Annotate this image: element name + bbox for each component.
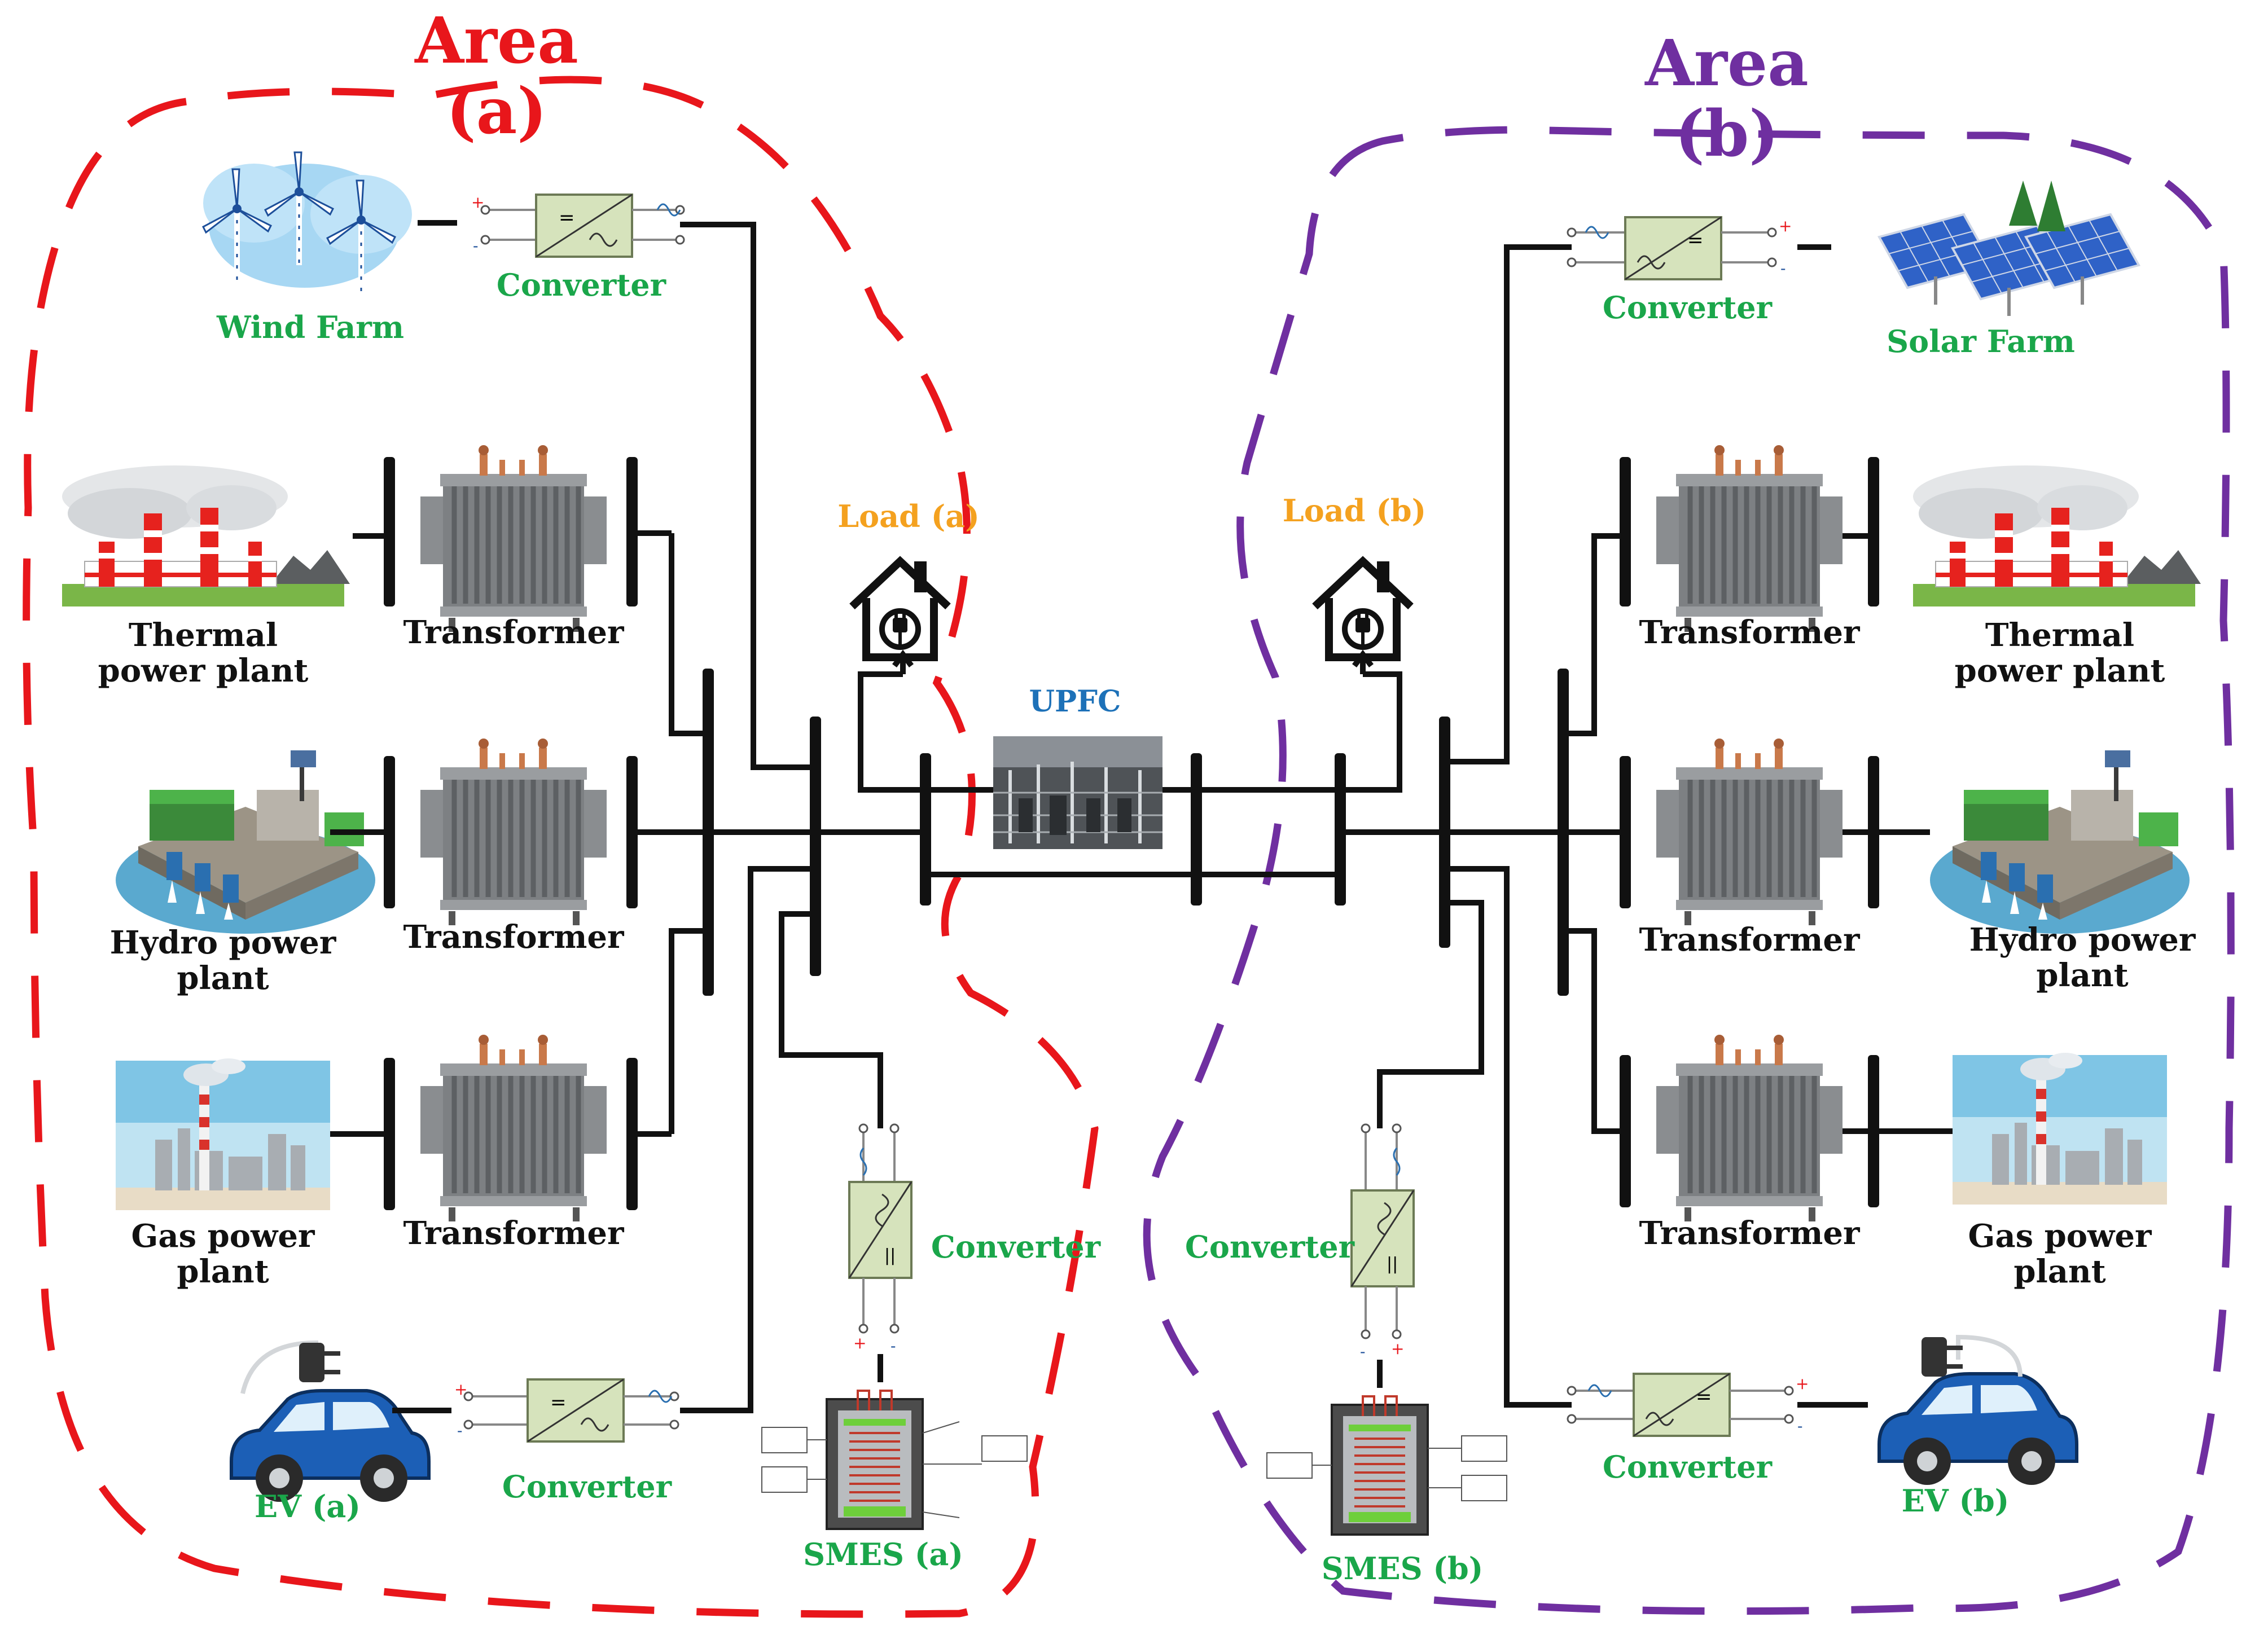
svg-text:-: - xyxy=(890,1337,896,1355)
area-b-bus-bars xyxy=(1439,457,1879,1207)
smes-a-coil-icon xyxy=(761,1390,1028,1530)
transformer-b2-icon xyxy=(1656,739,1843,925)
solar-converter-icon: + - xyxy=(1567,216,1792,280)
wind-converter-label: Converter xyxy=(496,267,666,303)
upfc-icon xyxy=(993,736,1162,849)
ev-a-label: EV (a) xyxy=(255,1488,361,1524)
svg-text:-: - xyxy=(1780,259,1786,278)
ev-b-converter-label: Converter xyxy=(1602,1449,1773,1485)
thermal-plant-a-icon xyxy=(62,465,350,607)
smes-a-label: SMES (a) xyxy=(803,1536,963,1572)
smes-b-converter-label: Converter xyxy=(1185,1229,1355,1265)
thermal-a-label: Thermal power plant xyxy=(98,617,309,689)
ev-a-converter-label: Converter xyxy=(502,1469,672,1505)
svg-text:+: + xyxy=(853,1334,866,1352)
svg-text:-: - xyxy=(473,236,478,255)
transformer-b1-icon xyxy=(1656,445,1843,632)
area-a-network xyxy=(330,222,1340,1413)
smes-a-converter-label: Converter xyxy=(931,1229,1101,1265)
load-b-house-icon xyxy=(1315,561,1411,657)
ev-b-icon xyxy=(1879,1334,2077,1485)
smes-b-label: SMES (b) xyxy=(1321,1550,1484,1586)
area-b-title: Area (b) xyxy=(1645,27,1809,172)
smes-b-converter-icon: - + xyxy=(1350,1123,1415,1388)
gas-a-label: Gas power plant xyxy=(131,1218,315,1290)
transformer-a3-icon xyxy=(420,1035,607,1221)
transformer-a3-label: Transformer xyxy=(403,1215,624,1252)
area-b-network xyxy=(1340,244,1953,1408)
hydro-a-label: Hydro power plant xyxy=(109,924,336,997)
area-a-title: Area (a) xyxy=(415,4,578,149)
load-a-label: Load (a) xyxy=(837,498,980,534)
thermal-b-label: Thermal power plant xyxy=(1954,617,2165,689)
transformer-b1-label: Transformer xyxy=(1639,614,1860,651)
load-b-label: Load (b) xyxy=(1282,493,1427,529)
svg-text:+: + xyxy=(1391,1339,1404,1358)
ev-a-icon xyxy=(231,1340,429,1502)
svg-text:-: - xyxy=(1360,1342,1365,1361)
gas-b-label: Gas power plant xyxy=(1968,1218,2152,1290)
transformer-a1-icon xyxy=(420,445,607,632)
hydro-plant-a-icon xyxy=(116,750,375,934)
load-a-house-icon xyxy=(852,561,948,657)
thermal-plant-b-icon xyxy=(1912,465,2201,607)
ev-b-label: EV (b) xyxy=(1901,1483,2010,1519)
transformer-a2-label: Transformer xyxy=(403,918,624,956)
ev-b-converter-icon: + - xyxy=(1567,1373,1809,1437)
area-a-boundary xyxy=(23,76,1099,1618)
svg-text:+: + xyxy=(1796,1374,1809,1393)
smes-a-converter-icon: + - xyxy=(848,1123,913,1382)
ev-a-converter-icon: + - xyxy=(454,1378,679,1443)
solar-converter-label: Converter xyxy=(1602,289,1773,326)
svg-text:+: + xyxy=(1779,217,1792,235)
transformer-a2-icon xyxy=(420,739,607,925)
area-a-bus-bars xyxy=(384,457,931,1210)
solar-farm-icon xyxy=(1879,181,2139,316)
wind-farm-icon xyxy=(203,152,412,293)
transformer-b3-label: Transformer xyxy=(1639,1215,1860,1252)
hydro-b-label: Hydro power plant xyxy=(1969,921,2196,994)
svg-text:+: + xyxy=(454,1380,467,1399)
wind-converter-icon: + - xyxy=(418,193,685,258)
solar-farm-label: Solar Farm xyxy=(1887,323,2075,359)
transformer-a1-label: Transformer xyxy=(403,614,624,651)
svg-text:-: - xyxy=(457,1421,462,1440)
gas-plant-a-icon xyxy=(116,1058,330,1210)
svg-text:-: - xyxy=(1797,1417,1802,1435)
wind-farm-label: Wind Farm xyxy=(217,309,404,345)
area-b-boundary xyxy=(1143,126,2235,1615)
gas-plant-b-icon xyxy=(1953,1053,2167,1205)
transformer-b3-icon xyxy=(1656,1035,1843,1221)
smes-b-coil-icon xyxy=(1266,1395,1507,1536)
transformer-b2-label: Transformer xyxy=(1639,921,1860,959)
svg-text:+: + xyxy=(471,193,484,212)
hydro-plant-b-icon xyxy=(1930,750,2190,934)
upfc-label: UPFC xyxy=(1029,684,1121,719)
